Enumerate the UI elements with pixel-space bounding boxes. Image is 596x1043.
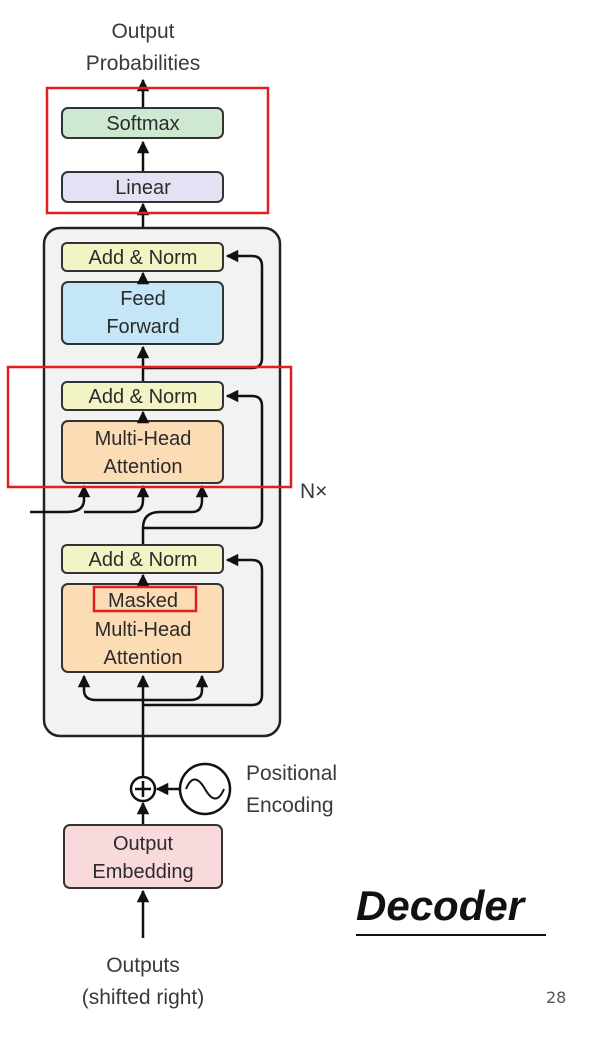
multi-head-attention-label-1: Multi-Head — [95, 428, 192, 450]
linear-label: Linear — [115, 177, 171, 199]
output-probabilities-label-2: Probabilities — [86, 52, 200, 75]
masked-multi-head-attention-block: Masked Multi-Head Attention — [61, 583, 224, 673]
add-norm-block-3: Add & Norm — [61, 544, 224, 574]
output-embedding-label-1: Output — [113, 833, 173, 855]
masked-label: Masked — [108, 590, 178, 612]
highlight-cross-attention — [6, 365, 293, 489]
add-norm-label-2: Add & Norm — [89, 386, 198, 408]
highlight-softmax-linear — [45, 86, 270, 215]
repeat-count-label: N× — [300, 480, 327, 503]
feed-forward-label-1: Feed — [120, 288, 166, 310]
output-probabilities-label-1: Output — [111, 20, 174, 43]
highlight-masked-word — [92, 585, 198, 613]
slide-title: Decoder — [356, 880, 546, 936]
linear-block: Linear — [61, 171, 224, 203]
multi-head-attention-label-2: Attention — [104, 456, 183, 478]
add-norm-label-3: Add & Norm — [89, 549, 198, 571]
feed-forward-block: Feed Forward — [61, 281, 224, 345]
softmax-label: Softmax — [106, 113, 179, 135]
add-norm-label-1: Add & Norm — [89, 247, 198, 269]
positional-encoding-label-1: Positional — [246, 762, 337, 785]
multi-head-attention-block: Multi-Head Attention — [61, 420, 224, 484]
output-embedding-block: Output Embedding — [63, 824, 223, 889]
add-norm-block-2: Add & Norm — [61, 381, 224, 411]
feed-forward-label-2: Forward — [106, 316, 179, 338]
plus-circle-icon — [129, 775, 157, 803]
shifted-right-label: (shifted right) — [82, 986, 205, 1009]
output-embedding-label-2: Embedding — [92, 861, 193, 883]
page-number: 28 — [546, 988, 567, 1007]
positional-encoding-label-2: Encoding — [246, 794, 334, 817]
masked-multi-head-label: Multi-Head — [95, 619, 192, 641]
masked-attention-label: Attention — [104, 647, 183, 669]
sine-wave-icon — [155, 762, 232, 816]
softmax-block: Softmax — [61, 107, 224, 139]
add-norm-block-1: Add & Norm — [61, 242, 224, 272]
outputs-label: Outputs — [106, 954, 180, 977]
